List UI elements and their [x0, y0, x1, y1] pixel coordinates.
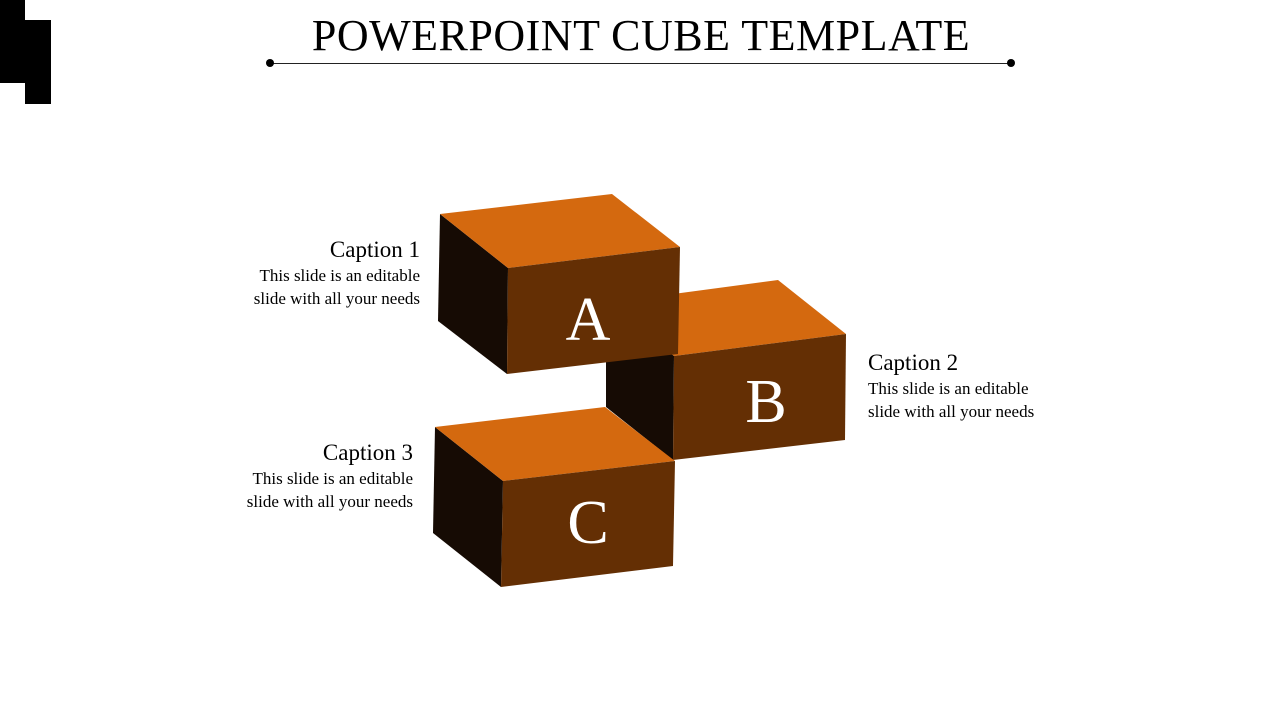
- cube-a-side-face: [438, 214, 508, 374]
- corner-decoration-bottom: [25, 20, 51, 104]
- cube-c[interactable]: C: [433, 407, 675, 587]
- underline-left-dot: [266, 59, 274, 67]
- caption-3-line-1: This slide is an editable: [252, 469, 413, 488]
- cube-b-letter: B: [745, 368, 786, 436]
- cube-b-front-face: [673, 334, 846, 460]
- cube-a-letter: A: [566, 286, 611, 354]
- caption-3-title: Caption 3: [322, 440, 413, 465]
- underline-right-dot: [1007, 59, 1015, 67]
- cube-a-top-face: [440, 194, 680, 268]
- caption-2: Caption 2 This slide is an editable slid…: [868, 349, 1108, 423]
- caption-2-title: Caption 2: [868, 350, 959, 375]
- cube-c-side-face: [433, 427, 503, 587]
- caption-2-line-2: slide with all your needs: [868, 402, 1035, 421]
- corner-decoration-top: [0, 0, 25, 83]
- caption-1-title: Caption 1: [329, 237, 420, 262]
- cube-a-front-face: [507, 247, 680, 374]
- caption-1: Caption 1 This slide is an editable slid…: [180, 236, 420, 310]
- caption-3-line-2: slide with all your needs: [246, 492, 413, 511]
- caption-3: Caption 3 This slide is an editable slid…: [173, 439, 413, 513]
- caption-1-line-1: This slide is an editable: [259, 266, 420, 285]
- cube-c-front-face: [501, 461, 675, 587]
- slide-title: POWERPOINT CUBE TEMPLATE: [311, 11, 971, 60]
- cube-c-top-face: [435, 407, 675, 481]
- caption-1-line-2: slide with all your needs: [253, 289, 420, 308]
- cube-c-letter: C: [567, 489, 608, 557]
- cube-a[interactable]: A: [438, 194, 680, 374]
- title-underline: [270, 63, 1012, 64]
- caption-2-line-1: This slide is an editable: [868, 379, 1029, 398]
